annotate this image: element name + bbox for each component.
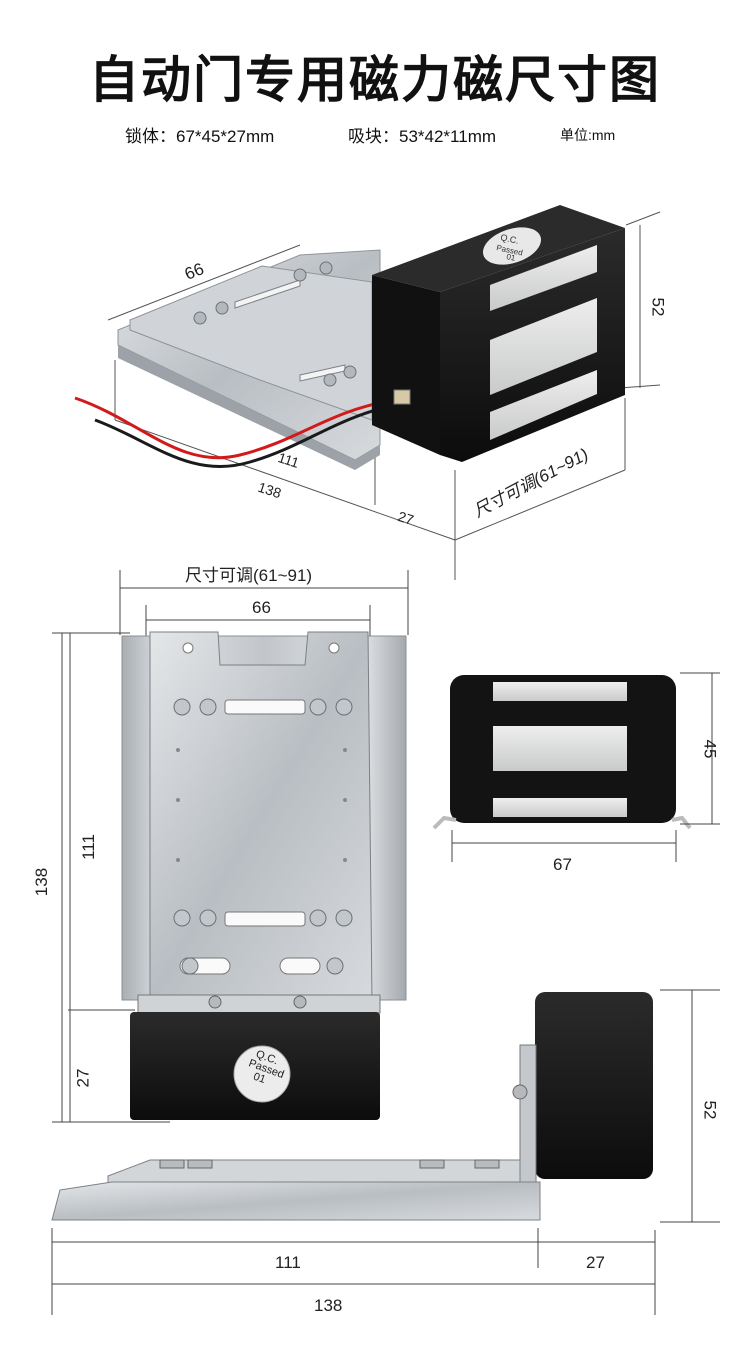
side-dim-52: 52 — [700, 1100, 720, 1120]
persp-dim-52: 52 — [648, 297, 668, 317]
end-dim-67: 67 — [553, 855, 572, 874]
svg-text:01: 01 — [506, 252, 517, 263]
front-dim-66: 66 — [252, 598, 271, 617]
front-dim-138: 138 — [32, 867, 52, 897]
front-view — [52, 570, 409, 1123]
page-title: 自动门专用磁力磁尺寸图 — [89, 51, 661, 109]
svg-text:Q.C.: Q.C. — [500, 232, 520, 246]
perspective-view: Q.C. Passed 01 — [74, 205, 661, 580]
side-dim-111: 111 — [275, 1253, 301, 1272]
end-dim-45: 45 — [700, 739, 720, 759]
spec-line: 锁体：67*45*27mm 吸块：53*42*11mm 单位:mm — [0, 122, 750, 146]
front-dim-adjustable: 尺寸可调(61~91) — [185, 566, 313, 585]
front-dim-27: 27 — [73, 1068, 93, 1088]
end-view — [432, 672, 720, 862]
front-dim-111: 111 — [78, 834, 98, 860]
armature-spec: 吸块：53*42*11mm — [348, 127, 497, 146]
unit-label: 单位:mm — [560, 127, 616, 143]
side-dim-138: 138 — [314, 1296, 343, 1315]
side-view — [51, 989, 720, 1315]
side-dim-27: 27 — [586, 1253, 605, 1272]
lock-body-spec: 锁体：67*45*27mm — [125, 127, 275, 146]
